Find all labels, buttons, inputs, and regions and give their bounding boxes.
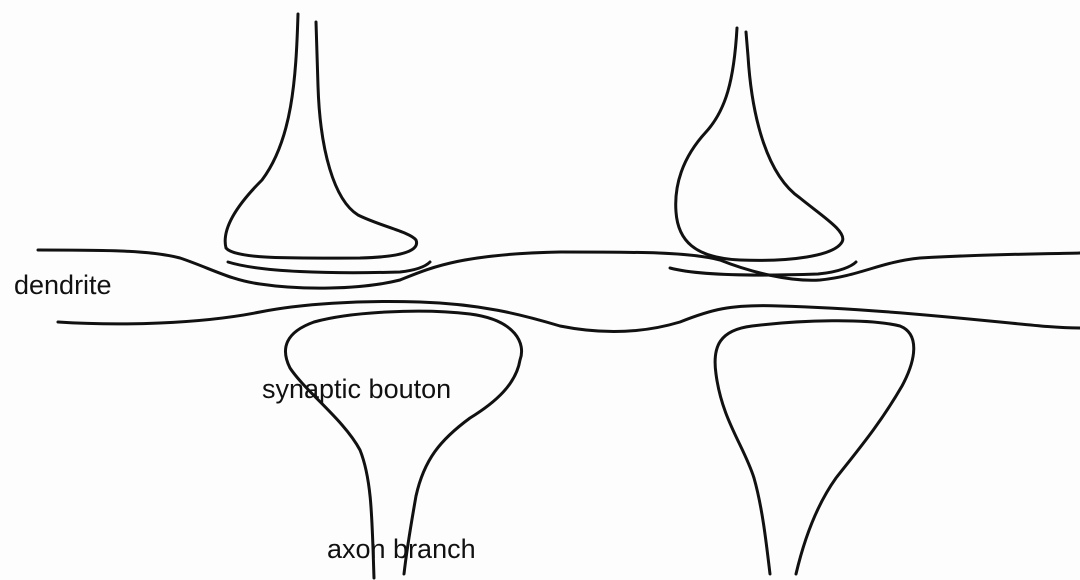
- dendrite-upper-edge: [38, 250, 1080, 288]
- lower-right-bouton: [715, 321, 914, 574]
- dendrite-label: dendrite: [14, 272, 112, 299]
- upper-left-terminal-base: [228, 262, 430, 273]
- upper-right-terminal: [676, 28, 843, 260]
- upper-left-terminal: [225, 14, 416, 258]
- synaptic-bouton-label: synaptic bouton: [262, 376, 451, 403]
- dendrite-lower-edge: [58, 301, 1080, 331]
- axon-branch-label: axon branch: [327, 536, 476, 563]
